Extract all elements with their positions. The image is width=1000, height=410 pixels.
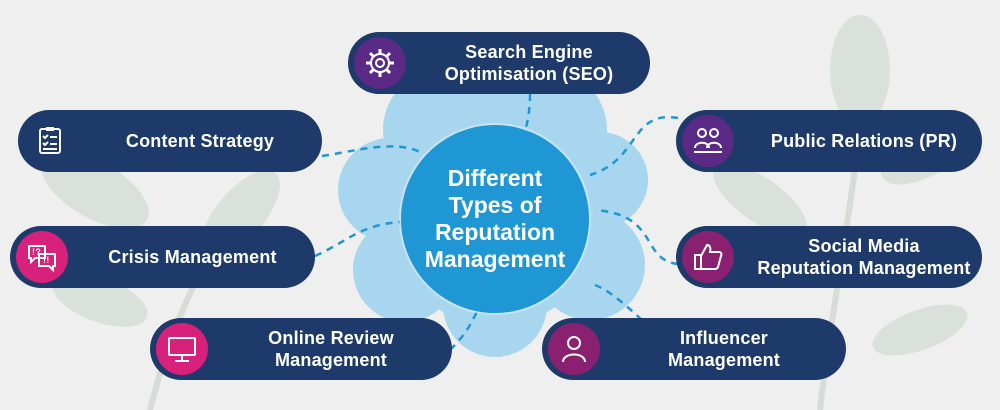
node-social-media-line1: Social Media — [808, 236, 920, 256]
node-influencer-line2: Management — [667, 350, 781, 370]
center-topic: Different Types of Reputation Management — [401, 125, 589, 313]
node-social-media: Social Media Reputation Management — [676, 226, 982, 288]
connector-content — [321, 145, 421, 158]
connector-influencer — [594, 283, 643, 321]
people-meeting-icon — [682, 115, 734, 167]
speech-bubble-alert-icon: !?!! — [16, 231, 68, 283]
gear-search-icon — [354, 37, 406, 89]
center-line3: Reputation — [434, 219, 556, 245]
thumbs-up-icon — [682, 231, 734, 283]
connector-pr — [589, 115, 679, 177]
node-online-review-line1: Online Review — [268, 328, 394, 348]
node-online-review: Online Review Management — [150, 318, 452, 380]
node-public-relations: Public Relations (PR) — [676, 110, 982, 172]
center-line4: Management — [424, 246, 566, 272]
node-influencer: Influencer Management — [542, 318, 846, 380]
clipboard-checklist-icon — [24, 115, 76, 167]
node-public-relations-label: Public Relations (PR) — [770, 131, 958, 151]
node-content-strategy-label: Content Strategy — [125, 131, 275, 151]
node-online-review-label: Online Review Management — [268, 327, 394, 371]
connectors — [314, 93, 679, 351]
connector-review — [449, 309, 480, 351]
node-influencer-label: Influencer Management — [668, 327, 780, 371]
connector-seo — [524, 93, 532, 129]
center-line1: Different — [447, 165, 543, 191]
node-seo-line1: Search Engine — [465, 42, 593, 62]
svg-text:!!: !! — [43, 255, 49, 265]
node-influencer-line1: Influencer — [679, 328, 769, 348]
node-seo-line2: Optimisation (SEO) — [444, 64, 614, 84]
node-online-review-line2: Management — [274, 350, 387, 370]
node-social-media-label: Social Media Reputation Management — [757, 235, 970, 279]
node-crisis-management: !?!! Crisis Management — [10, 226, 315, 288]
svg-text:!?: !? — [32, 247, 41, 257]
node-content-strategy: Content Strategy — [18, 110, 322, 172]
monitor-icon — [156, 323, 208, 375]
person-icon — [548, 323, 600, 375]
node-seo-label: Search Engine Optimisation (SEO) — [445, 41, 614, 85]
node-crisis-management-label: Crisis Management — [108, 247, 277, 267]
center-line2: Types of — [448, 192, 542, 218]
connector-social — [594, 208, 679, 266]
node-social-media-line2: Reputation Management — [757, 258, 971, 278]
connector-crisis — [314, 220, 401, 258]
node-seo: Search Engine Optimisation (SEO) — [348, 32, 650, 94]
